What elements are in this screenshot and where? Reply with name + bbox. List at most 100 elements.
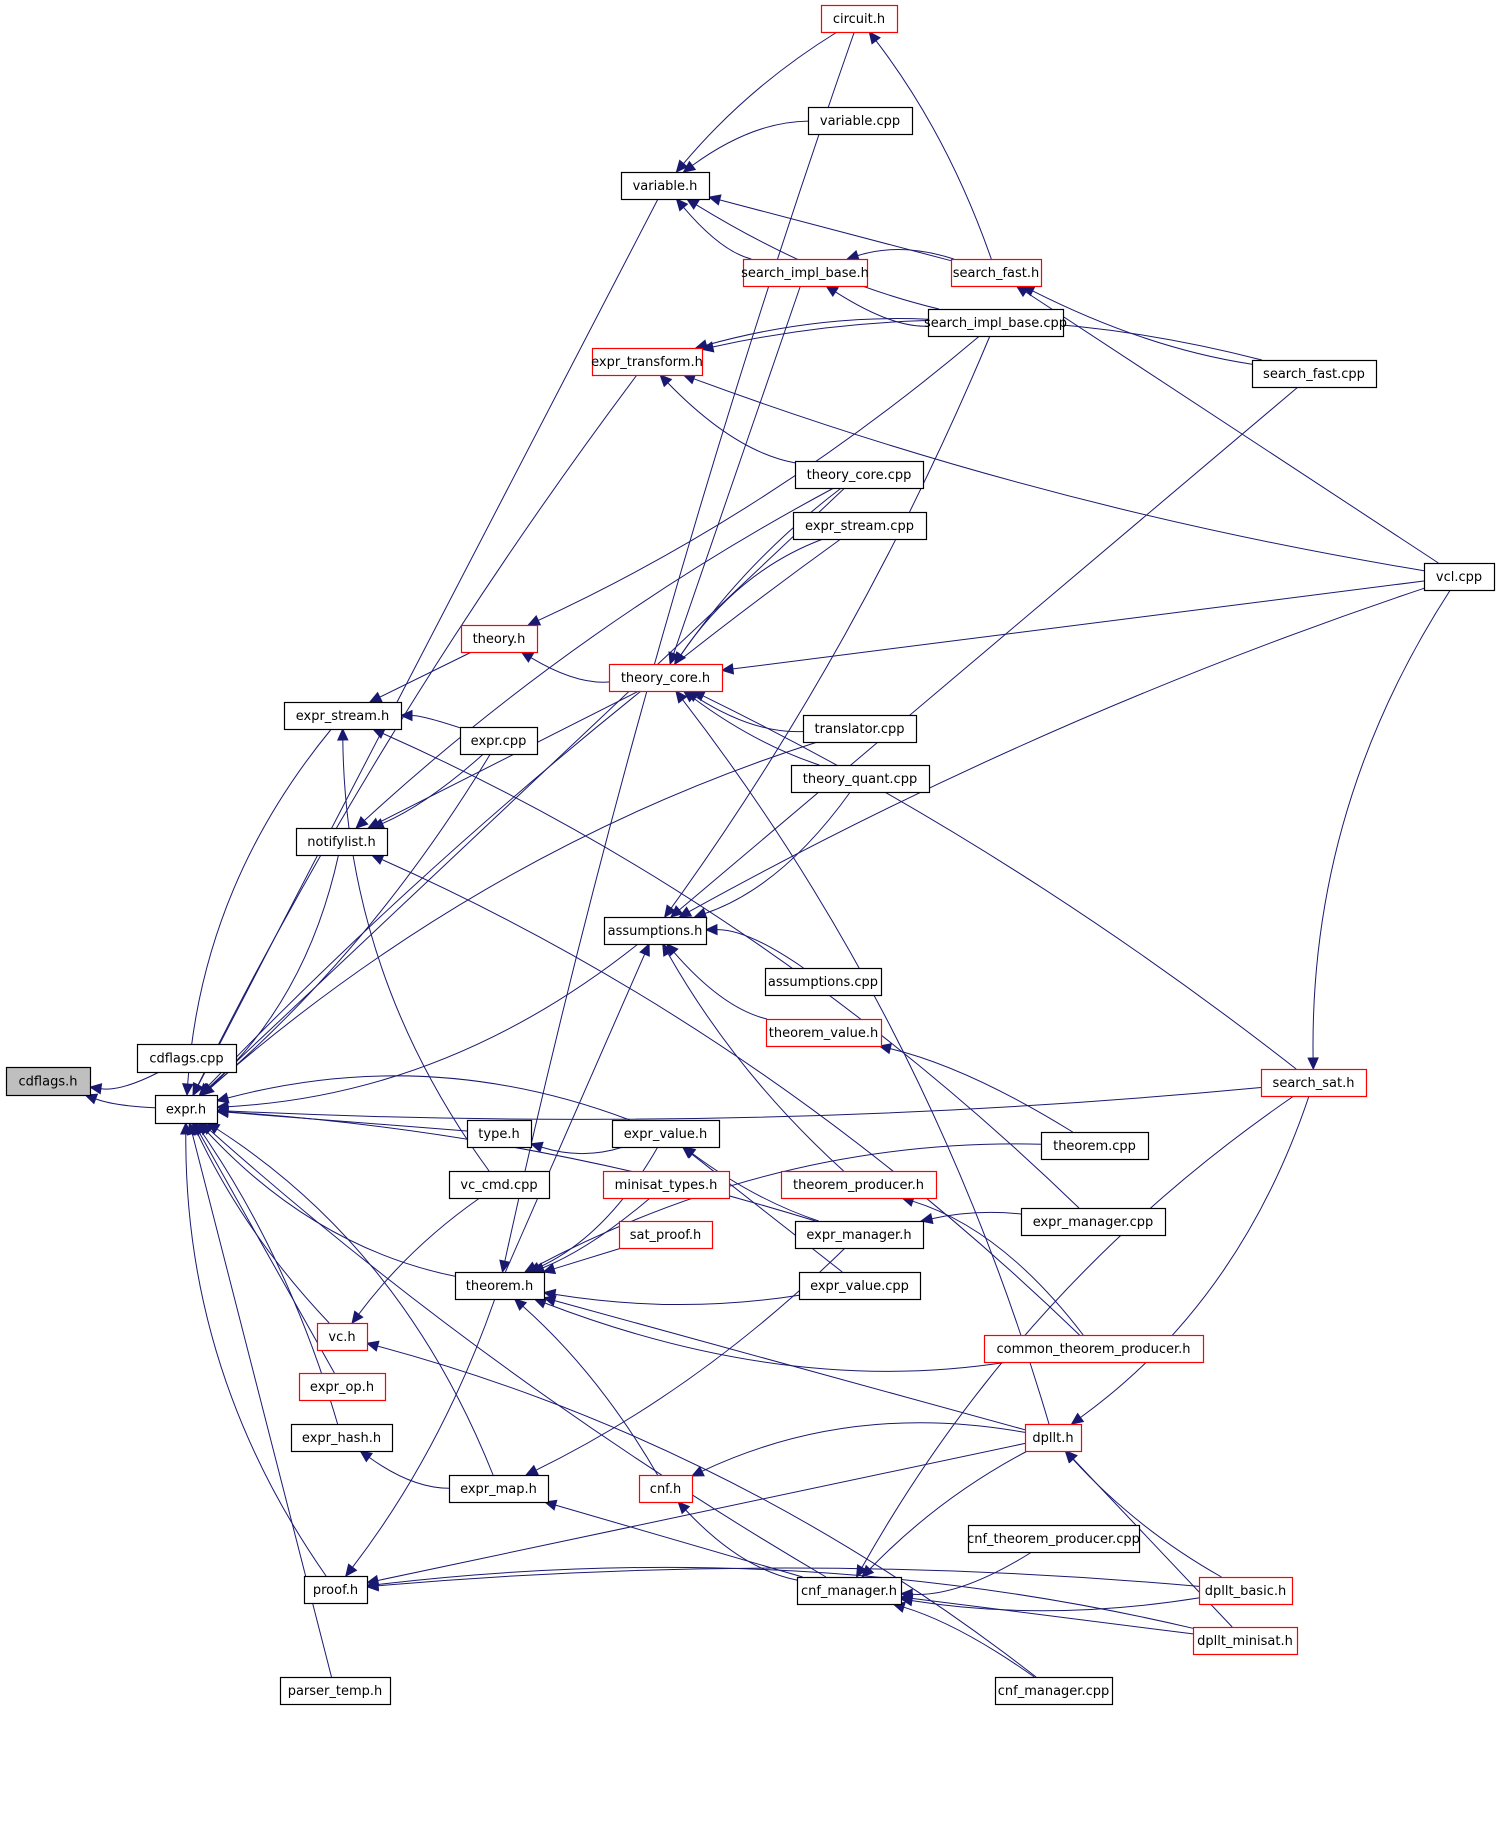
node-box[interactable] [279, 1676, 392, 1706]
node-box[interactable] [794, 460, 925, 490]
node-theorem-h[interactable]: theorem.h [454, 1271, 546, 1301]
node-box[interactable] [1192, 1626, 1299, 1656]
node-box[interactable] [448, 1474, 550, 1504]
node-box[interactable] [1020, 1207, 1167, 1237]
node-expr-manager-h[interactable]: expr_manager.h [794, 1220, 925, 1250]
node-box[interactable] [1423, 562, 1496, 592]
node-parser-temp-h[interactable]: parser_temp.h [279, 1676, 392, 1706]
node-expr-op-h[interactable]: expr_op.h [298, 1372, 387, 1402]
node-dpllt-basic-h[interactable]: dpllt_basic.h [1198, 1576, 1294, 1606]
node-box[interactable] [1024, 1423, 1083, 1453]
node-type-h[interactable]: type.h [466, 1119, 533, 1149]
node-common-theorem-producer-h[interactable]: common_theorem_producer.h [983, 1334, 1205, 1364]
node-box[interactable] [454, 1271, 546, 1301]
node-box[interactable] [1260, 1068, 1368, 1098]
node-box[interactable] [136, 1043, 238, 1074]
node-box[interactable] [765, 1018, 883, 1048]
node-vc-h[interactable]: vc.h [316, 1322, 369, 1352]
node-search-fast-cpp[interactable]: search_fast.cpp [1251, 359, 1378, 389]
node-box[interactable] [794, 1220, 925, 1250]
node-cnf-manager-cpp[interactable]: cnf_manager.cpp [994, 1676, 1114, 1706]
node-theorem-cpp[interactable]: theorem.cpp [1040, 1131, 1150, 1161]
node-box[interactable] [802, 714, 918, 744]
node-variable-h[interactable]: variable.h [620, 171, 711, 201]
node-box[interactable] [1040, 1131, 1150, 1161]
node-expr-h[interactable]: expr.h [154, 1094, 219, 1125]
node-box[interactable] [807, 106, 914, 136]
node-expr-value-h[interactable]: expr_value.h [611, 1119, 721, 1149]
node-theorem-producer-h[interactable]: theorem_producer.h [780, 1170, 938, 1200]
node-box[interactable] [798, 1271, 922, 1301]
node-vc-cmd-cpp[interactable]: vc_cmd.cpp [448, 1170, 551, 1200]
node-box[interactable] [967, 1524, 1141, 1554]
node-dpllt-minisat-h[interactable]: dpllt_minisat.h [1192, 1626, 1299, 1656]
node-cnf-h[interactable]: cnf.h [638, 1474, 694, 1504]
node-box[interactable] [950, 258, 1043, 288]
node-box[interactable] [295, 827, 389, 857]
node-search-fast-h[interactable]: search_fast.h [950, 258, 1043, 288]
node-box[interactable] [591, 347, 704, 377]
node-dpllt-h[interactable]: dpllt.h [1024, 1423, 1083, 1453]
node-search-impl-base-cpp[interactable]: search_impl_base.cpp [924, 308, 1067, 338]
node-assumptions-h[interactable]: assumptions.h [603, 916, 708, 946]
node-box[interactable] [448, 1170, 551, 1200]
node-expr-stream-h[interactable]: expr_stream.h [283, 701, 403, 731]
node-box[interactable] [790, 764, 931, 794]
node-search-impl-base-h[interactable]: search_impl_base.h [741, 258, 869, 288]
node-box[interactable] [983, 1334, 1205, 1364]
node-box[interactable] [820, 4, 899, 34]
node-expr-cpp[interactable]: expr.cpp [459, 726, 539, 756]
node-box[interactable] [764, 967, 883, 997]
node-box[interactable] [5, 1066, 92, 1097]
node-theory-core-cpp[interactable]: theory_core.cpp [794, 460, 925, 490]
node-notifylist-h[interactable]: notifylist.h [295, 827, 389, 857]
node-cnf-manager-h[interactable]: cnf_manager.h [796, 1576, 903, 1606]
node-box[interactable] [460, 624, 539, 654]
node-box[interactable] [1198, 1576, 1294, 1606]
node-box[interactable] [1251, 359, 1378, 389]
node-theory-h[interactable]: theory.h [460, 624, 539, 654]
node-box[interactable] [927, 308, 1065, 338]
node-box[interactable] [780, 1170, 938, 1200]
node-box[interactable] [154, 1094, 219, 1125]
node-box[interactable] [742, 258, 869, 288]
node-box[interactable] [638, 1474, 694, 1504]
node-theorem-value-h[interactable]: theorem_value.h [765, 1018, 883, 1048]
node-expr-stream-cpp[interactable]: expr_stream.cpp [792, 511, 928, 541]
node-translator-cpp[interactable]: translator.cpp [802, 714, 918, 744]
node-assumptions-cpp[interactable]: assumptions.cpp [764, 967, 883, 997]
node-box[interactable] [602, 1170, 731, 1200]
node-box[interactable] [994, 1676, 1114, 1706]
node-box[interactable] [792, 511, 928, 541]
node-box[interactable] [466, 1119, 533, 1149]
node-box[interactable] [618, 1220, 714, 1250]
node-box[interactable] [603, 916, 708, 946]
node-expr-value-cpp[interactable]: expr_value.cpp [798, 1271, 922, 1301]
node-box[interactable] [611, 1119, 721, 1149]
node-cdflags-h[interactable]: cdflags.h [5, 1066, 92, 1097]
node-box[interactable] [316, 1322, 369, 1352]
node-expr-manager-cpp[interactable]: expr_manager.cpp [1020, 1207, 1167, 1237]
node-variable-cpp[interactable]: variable.cpp [807, 106, 914, 136]
node-box[interactable] [303, 1575, 369, 1605]
node-expr-hash-h[interactable]: expr_hash.h [290, 1423, 394, 1453]
node-box[interactable] [283, 701, 403, 731]
node-box[interactable] [796, 1576, 903, 1606]
node-circuit-h[interactable]: circuit.h [820, 4, 899, 34]
node-minisat-types-h[interactable]: minisat_types.h [602, 1170, 731, 1200]
node-search-sat-h[interactable]: search_sat.h [1260, 1068, 1368, 1098]
node-box[interactable] [459, 726, 539, 756]
node-theory-quant-cpp[interactable]: theory_quant.cpp [790, 764, 931, 794]
node-box[interactable] [290, 1423, 394, 1453]
node-expr-transform-h[interactable]: expr_transform.h [591, 347, 704, 377]
node-expr-map-h[interactable]: expr_map.h [448, 1474, 550, 1504]
node-vcl-cpp[interactable]: vcl.cpp [1423, 562, 1496, 592]
node-box[interactable] [608, 663, 724, 693]
node-cnf-theorem-producer-cpp[interactable]: cnf_theorem_producer.cpp [967, 1524, 1141, 1554]
node-box[interactable] [298, 1372, 387, 1402]
node-theory-core-h[interactable]: theory_core.h [608, 663, 724, 693]
node-box[interactable] [620, 171, 711, 201]
node-proof-h[interactable]: proof.h [303, 1575, 369, 1605]
node-cdflags-cpp[interactable]: cdflags.cpp [136, 1043, 238, 1074]
node-sat-proof-h[interactable]: sat_proof.h [618, 1220, 714, 1250]
